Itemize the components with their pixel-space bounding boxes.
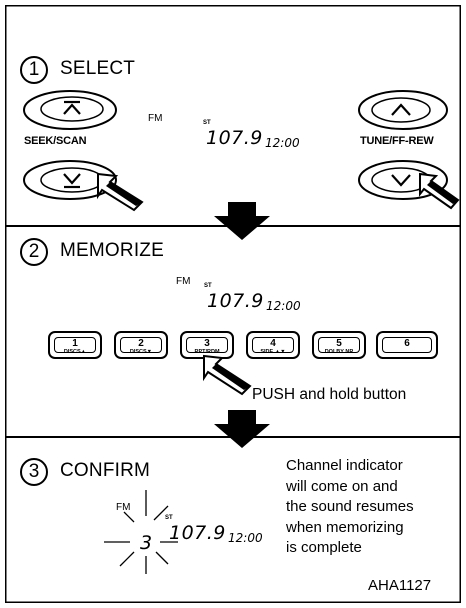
preset-number: 6 [404,338,410,349]
confirm-line: Channel indicator [286,457,403,474]
stereo-indicator: ST [165,515,173,521]
confirm-line: the sound resumes [286,498,414,515]
tune-ff-rew-label: TUNE/FF-REW [360,135,434,147]
clock-readout: 12:00 [265,136,300,150]
tune-down-icon [391,174,411,187]
section-divider [6,436,460,438]
stereo-indicator: ST [204,283,212,289]
band-indicator: FM [116,502,131,513]
preset-button-6[interactable]: 6 [376,331,438,359]
push-pointer-icon [419,172,460,210]
push-pointer-icon [203,354,252,396]
preset-function: SIDE ▲▼ [260,349,286,355]
seek-up-icon [63,100,81,115]
frequency-readout: 107.9 [169,522,226,544]
preset-button-5[interactable]: 5 DOLBY NR [312,331,366,359]
preset-function: DISCS▼ [129,349,153,355]
step-1-title: SELECT [60,58,136,79]
tune-up-button[interactable] [355,88,451,132]
section-divider [6,225,460,227]
figure-id: AHA1127 [368,577,432,594]
confirm-description: Channel indicator will come on and the s… [286,456,414,559]
confirm-line: will come on and [286,477,398,495]
preset-function: DISCS▲ [63,349,87,355]
step-3-number: 3 [20,458,48,486]
down-arrow-icon [214,410,270,448]
clock-readout: 12:00 [266,299,301,313]
stereo-indicator: ST [203,120,211,126]
seek-up-button[interactable] [22,88,118,132]
diagram-frame [5,5,461,603]
preset-button-1[interactable]: 1 DISCS▲ [48,331,102,359]
frequency-readout: 107.9 [207,290,264,312]
preset-number: 3 [204,338,210,349]
step-2-title: MEMORIZE [60,240,164,261]
confirm-line: is complete [286,539,362,556]
confirm-line: when memorizing [286,518,404,536]
preset-button-2[interactable]: 2 DISCS▼ [114,331,168,359]
flash-rays-icon [104,490,178,574]
channel-indicator: 3 [140,532,153,554]
clock-readout: 12:00 [228,531,263,545]
preset-number: 4 [270,338,276,349]
step-2-number: 2 [20,238,48,266]
frequency-readout: 107.9 [206,127,263,149]
tune-up-icon [391,103,411,116]
preset-button-4[interactable]: 4 SIDE ▲▼ [246,331,300,359]
down-arrow-icon [214,202,270,240]
step-3-title: CONFIRM [60,460,151,481]
preset-number: 2 [138,338,144,349]
preset-function: RPT/RDM [194,349,220,355]
frame-border [5,5,461,603]
seek-down-icon [63,173,81,189]
seek-down-button[interactable] [22,158,118,202]
preset-number: 5 [336,338,342,349]
step-1-number: 1 [20,56,48,84]
push-instruction: PUSH and hold button [252,386,407,403]
seek-scan-label: SEEK/SCAN [24,135,87,147]
band-indicator: FM [176,276,191,287]
band-indicator: FM [148,113,163,124]
preset-number: 1 [72,338,78,349]
push-pointer-icon [97,172,144,212]
preset-function: DOLBY NR [324,349,354,355]
